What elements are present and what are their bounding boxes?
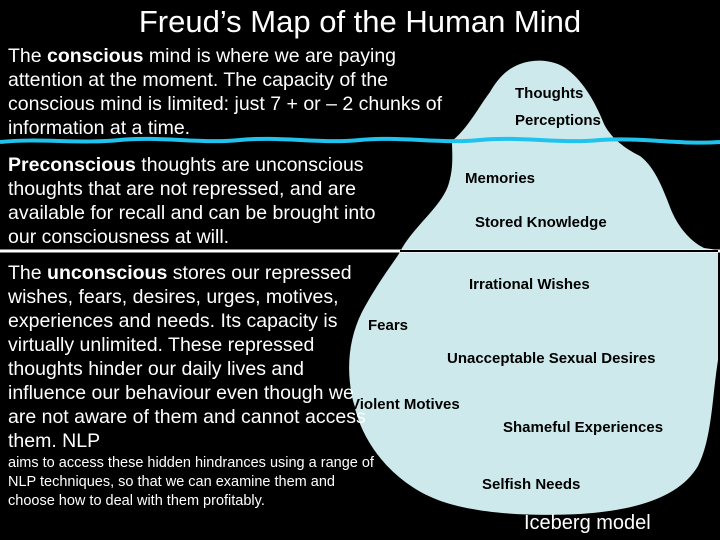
preconscious-text: thoughts are unconscious thoughts that a… bbox=[8, 154, 376, 248]
iceberg-label-stored-knowledge: Stored Knowledge bbox=[475, 214, 607, 231]
unconscious-description: The unconscious stores our repressed wis… bbox=[8, 261, 374, 511]
unconscious-prefix: The bbox=[8, 262, 48, 284]
iceberg-caption: Iceberg model bbox=[524, 512, 651, 534]
iceberg-label-fears: Fears bbox=[368, 317, 409, 334]
iceberg-label-irrational-wishes: Irrational Wishes bbox=[469, 276, 590, 293]
iceberg-label-violent-motives: Violent Motives bbox=[350, 396, 460, 413]
iceberg-label-unacceptable-sexual-desires: Unacceptable Sexual Desires bbox=[447, 350, 656, 367]
unconscious-small-text: aims to access these hidden hindrances u… bbox=[8, 455, 374, 509]
conscious-keyword: conscious bbox=[47, 45, 144, 67]
iceberg-label-selfish-needs: Selfish Needs bbox=[482, 476, 581, 493]
conscious-description: The conscious mind is where we are payin… bbox=[8, 44, 460, 140]
unconscious-keyword: unconscious bbox=[47, 262, 168, 284]
conscious-text: mind is where we are paying attention at… bbox=[8, 45, 443, 139]
conscious-prefix: The bbox=[8, 45, 48, 67]
page-title: Freud’s Map of the Human Mind bbox=[138, 4, 582, 39]
preconscious-description: Preconscious thoughts are unconscious th… bbox=[8, 153, 400, 249]
iceberg-label-perceptions: Perceptions bbox=[515, 112, 601, 129]
preconscious-keyword: Preconscious bbox=[8, 154, 136, 176]
iceberg-label-shameful-experiences: Shameful Experiences bbox=[503, 419, 664, 436]
iceberg-label-thoughts: Thoughts bbox=[515, 85, 584, 102]
water-line bbox=[0, 136, 720, 145]
iceberg-label-memories: Memories bbox=[465, 170, 536, 187]
iceberg-shape bbox=[349, 60, 718, 515]
unconscious-text: stores our repressed wishes, fears, desi… bbox=[8, 262, 366, 452]
